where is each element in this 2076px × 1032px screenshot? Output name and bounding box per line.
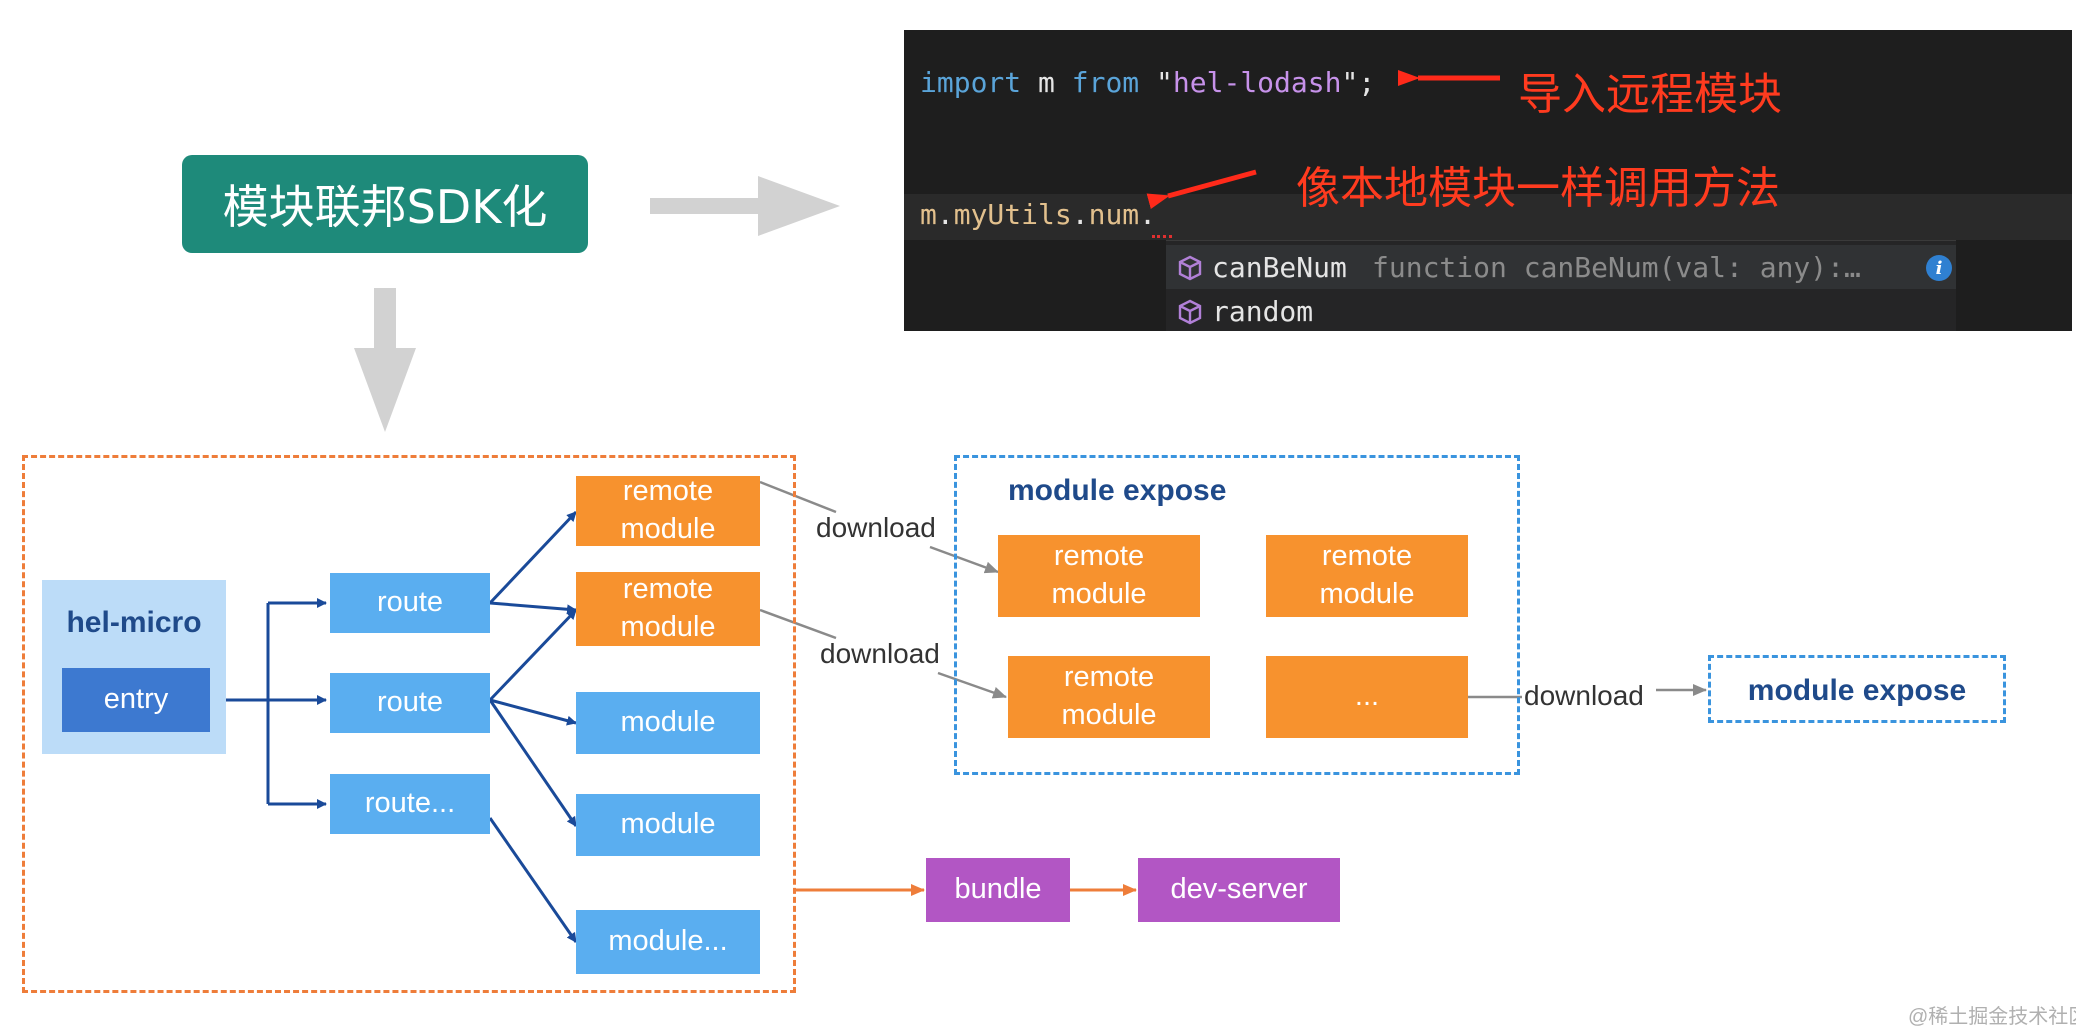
route-box: route: [330, 673, 490, 733]
remote-module-box: remote module: [576, 475, 760, 546]
dev-server-box: dev-server: [1138, 858, 1340, 922]
wire-route3-mod3: [488, 817, 578, 943]
info-icon[interactable]: i: [1926, 255, 1952, 281]
module-box: module...: [576, 910, 760, 974]
suggestion-detail: function canBeNum(val: any):…: [1372, 251, 1861, 284]
annotation-call: 像本地模块一样调用方法: [1296, 163, 1780, 214]
route-box: route...: [330, 774, 490, 834]
app-container: [22, 455, 796, 993]
watermark: @稀土掘金技术社区: [1908, 1006, 2076, 1028]
code-line-call: m.myUtils.num.: [920, 198, 1156, 231]
module-expose-container: [954, 455, 1520, 775]
wire-route1-rm2: [489, 601, 577, 615]
remote-module-box: remote module: [1266, 535, 1468, 617]
module-expose-remote-label: module expose: [1747, 674, 1967, 707]
wire-route2-mod2: [488, 699, 578, 827]
download-label: download: [820, 638, 940, 669]
module-expose-remote: [1708, 655, 2006, 723]
cube-icon: [1178, 299, 1202, 325]
property-num: num: [1088, 198, 1140, 231]
wire-route2-mod1: [489, 698, 577, 726]
ellipsis-module-box: ...: [1266, 656, 1468, 738]
wire-download-1: [759, 480, 837, 514]
module-expose-title: module expose: [1008, 474, 1227, 507]
keyword-from: from: [1071, 66, 1140, 99]
wire-download-2b: [937, 671, 1007, 699]
remote-module-box: remote module: [998, 535, 1200, 617]
current-line-highlight: [904, 194, 2072, 240]
wire-route2-rm2: [488, 608, 578, 702]
bundle-box: bundle: [926, 858, 1070, 922]
identifier-m: m: [920, 198, 937, 231]
module-box: module: [576, 692, 760, 754]
hel-micro-label: hel-micro: [66, 606, 202, 639]
wire-download-2: [759, 608, 837, 640]
property-myutils: myUtils: [953, 198, 1072, 231]
entry-box: entry: [62, 668, 210, 732]
download-label: download: [1524, 680, 1644, 711]
cube-icon: [1178, 255, 1202, 281]
download-label: download: [816, 512, 936, 543]
quote-open: ": [1156, 66, 1173, 99]
annotation-import: 导入远程模块: [1518, 69, 1782, 120]
suggestion-item[interactable]: canBeNum function canBeNum(val: any):… i: [1166, 245, 1956, 289]
red-arrow-call: [1146, 169, 1257, 209]
gray-arrow-down: [354, 288, 416, 432]
route-box: route: [330, 573, 490, 633]
keyword-import: import: [920, 66, 1022, 99]
suggestion-name: canBeNum: [1212, 251, 1347, 284]
module-box: module: [576, 794, 760, 856]
gray-arrow-right: [650, 176, 840, 236]
wire-download-1b: [929, 545, 999, 574]
wire-route1-rm1: [488, 510, 578, 605]
dot: .: [936, 198, 954, 231]
code-editor: import m from "hel-lodash"; m.myUtils.nu…: [904, 30, 2072, 331]
code-line-import: import m from "hel-lodash";: [920, 66, 1375, 99]
error-squiggle: [1152, 229, 1172, 238]
identifier-m: m: [1038, 66, 1055, 99]
suggestion-item[interactable]: random: [1166, 289, 1956, 331]
dot: .: [1071, 198, 1089, 231]
module-name: hel-lodash: [1172, 66, 1342, 99]
remote-module-box: remote module: [576, 572, 760, 646]
suggestion-name: random: [1212, 295, 1314, 328]
quote-close: ";: [1341, 66, 1376, 99]
autocomplete-popup[interactable]: canBeNum function canBeNum(val: any):… i…: [1166, 240, 1956, 331]
title-badge: 模块联邦SDK化: [182, 155, 588, 253]
remote-module-box: remote module: [1008, 656, 1210, 738]
